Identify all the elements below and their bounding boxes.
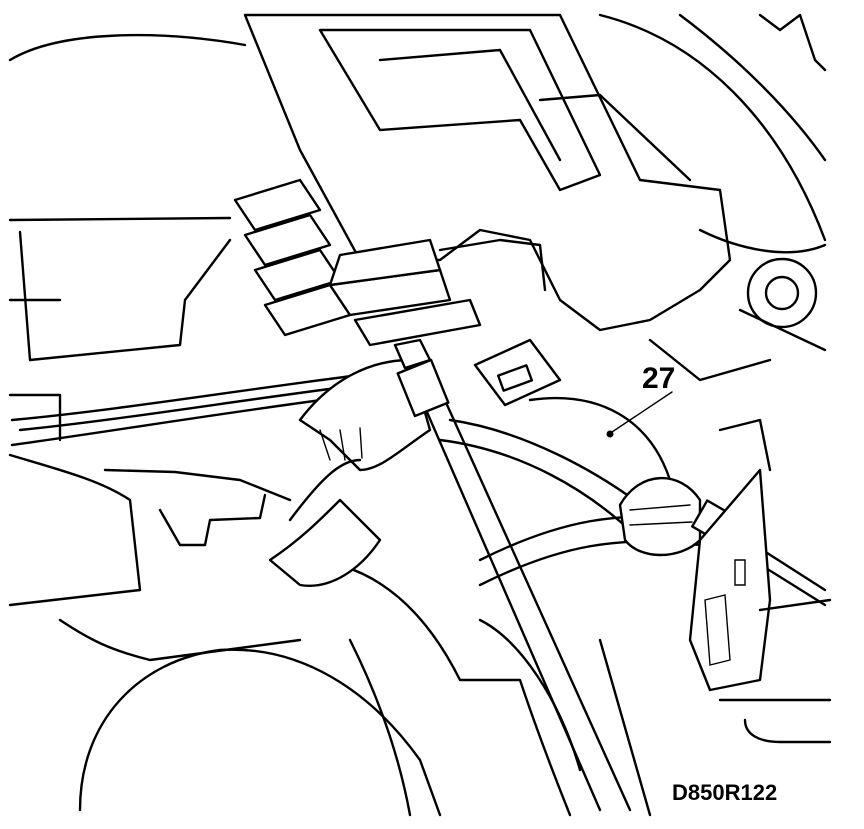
side-connector: [688, 418, 772, 692]
cable-bundle: [10, 358, 432, 587]
lower-right-bracket: [718, 598, 832, 744]
callout-dot: [606, 430, 614, 438]
cable-tie-long: [393, 338, 632, 812]
connector-stack: [233, 178, 482, 347]
harness-clip: [473, 338, 562, 407]
clockspring-ring: [598, 13, 827, 382]
lower-column: [78, 558, 652, 817]
callout-label: 27: [642, 362, 675, 395]
wiring-harness: [438, 396, 702, 587]
left-housing: [8, 33, 302, 662]
figure-id: D850R122: [672, 780, 777, 805]
callout-leader: [611, 391, 673, 433]
